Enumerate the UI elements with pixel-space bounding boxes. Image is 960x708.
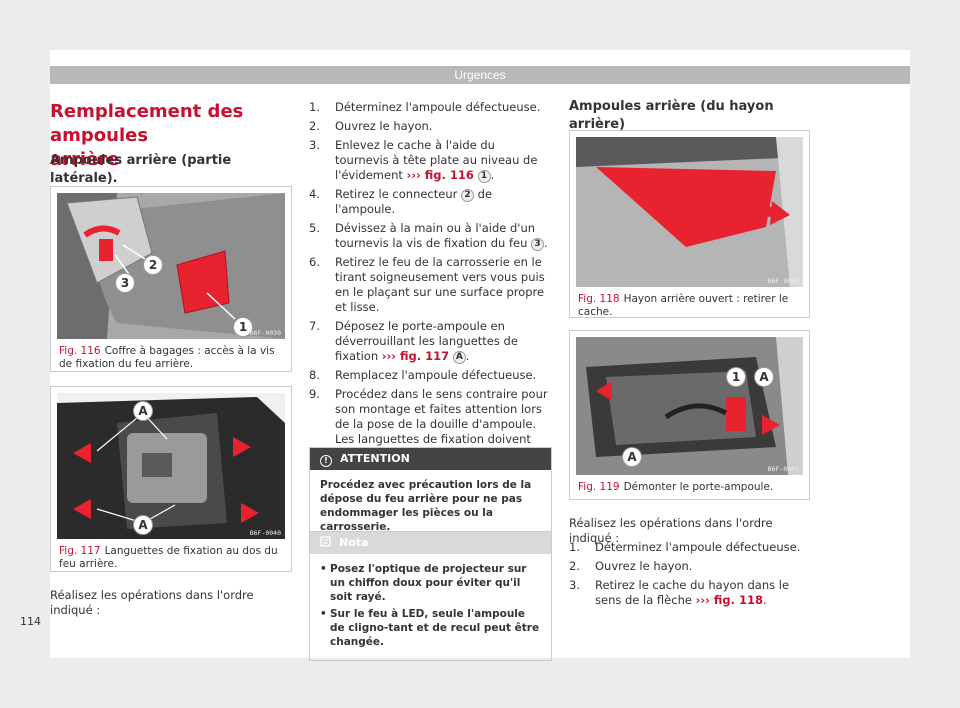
step-tail: . — [465, 349, 470, 363]
figure-link[interactable]: ››› fig. 118 — [695, 593, 763, 607]
nota-body: •Posez l'optique de projecteur sur un ch… — [310, 554, 551, 660]
callout-a-bottom: A — [622, 447, 642, 467]
step-text: Déposez le porte-ampoule en déverrouilla… — [335, 319, 518, 363]
nota-box: Nota •Posez l'optique de projecteur sur … — [309, 531, 552, 661]
note-icon — [320, 536, 331, 547]
callout-3: 3 — [115, 273, 135, 293]
tailgate-illustration — [576, 137, 803, 287]
step-number: 4. — [309, 187, 320, 201]
step-item: 6. Retirez le feu de la carrosserie en le… — [309, 255, 552, 315]
step-text: Retirez le feu de la carrosserie en le t… — [335, 255, 545, 314]
step-text: Retirez le cache du hayon dans le sens d… — [595, 578, 790, 607]
callout-a-bottom: A — [133, 515, 153, 535]
step-tail: de l'ampoule. — [335, 187, 493, 216]
callout-a-top: A — [754, 367, 774, 387]
header-title: Urgences — [454, 68, 506, 82]
step-text: Ouvrez le hayon. — [335, 119, 433, 133]
step-text: Enlevez le cache à l'aide du tournevis à… — [335, 138, 538, 182]
step-item: 2. Ouvrez le hayon. — [309, 119, 552, 134]
figure-code: B6F-0040 — [249, 529, 281, 537]
step-number: 8. — [309, 368, 320, 382]
step-item: 2. Ouvrez le hayon. — [569, 559, 810, 574]
column-left: Remplacement des ampoules arrière Ampoul… — [20, 50, 292, 658]
step-tail: . — [762, 593, 767, 607]
figure-117-image: A A B6F-0040 — [57, 393, 285, 539]
step-number: 1. — [569, 540, 580, 554]
column-middle: 1. Déterminez l'ampoule défectueuse. 2. Ouv… — [309, 50, 552, 661]
step-number: 2. — [309, 119, 320, 133]
figure-code: B6F-0039 — [249, 329, 281, 337]
trunk-illustration — [57, 193, 285, 339]
figure-code: B6F-0041 — [767, 277, 799, 285]
step-number: 9. — [309, 387, 320, 401]
step-number: 3. — [569, 578, 580, 592]
callout-badge: A — [452, 351, 466, 364]
figure-link[interactable]: ››› fig. 117 — [381, 349, 450, 363]
step-item: 3. Retirez le cache du hayon dans le sens… — [569, 578, 810, 608]
instructions-intro-hayon: Réalisez les opérations dans l'ordre ind… — [569, 516, 773, 545]
step-text: Remplacez l'ampoule défectueuse. — [335, 368, 537, 382]
step-text: Ouvrez le hayon. — [595, 559, 693, 573]
step-item: 7. Déposez le porte-ampoule en déverrouil… — [309, 319, 552, 364]
step-text: Retirez le connecteur — [335, 187, 458, 201]
step-text: Déterminez l'ampoule défectueuse. — [335, 100, 541, 114]
nota-header: Nota — [310, 532, 551, 554]
callout-2: 2 — [143, 255, 163, 275]
steps-list-hayon: 1. Déterminez l'ampoule défectueuse. 2. Ouv… — [569, 540, 810, 612]
warning-icon: ! — [320, 455, 332, 467]
callout-1: 1 — [233, 317, 253, 337]
step-item: 5. Dévissez à la main ou à l'aide d'un to… — [309, 221, 552, 251]
nota-item: •Posez l'optique de projecteur sur un ch… — [320, 563, 527, 603]
step-number: 6. — [309, 255, 320, 269]
page-number: 114 — [20, 615, 41, 628]
attention-header: !ATTENTION — [310, 448, 551, 470]
step-tail: . — [544, 236, 548, 250]
figure-118-image: B6F-0041 — [576, 137, 803, 287]
figure-link[interactable]: ››› fig. 116 — [406, 168, 474, 182]
instructions-intro: Réalisez les opérations dans l'ordre ind… — [50, 588, 254, 617]
step-number: 7. — [309, 319, 320, 333]
figure-code: B6F-0042 — [767, 465, 799, 473]
step-text: Dévissez à la main ou à l'aide d'un tour… — [335, 221, 536, 250]
header-bar: Urgences — [50, 66, 910, 84]
attention-body: Procédez avec précaution lors de la dépo… — [320, 479, 532, 533]
bulb-holder-illustration — [576, 337, 803, 475]
step-item: 8. Remplacez l'ampoule défectueuse. — [309, 368, 552, 383]
step-number: 3. — [309, 138, 320, 152]
step-item: 1. Déterminez l'ampoule défectueuse. — [569, 540, 810, 555]
step-item: 4. Retirez le connecteur 2 de l'ampoule. — [309, 187, 552, 217]
callout-badge: 2 — [461, 189, 475, 202]
step-tail: . — [490, 168, 495, 182]
figure-116-image: 1 2 3 B6F-0039 — [57, 193, 285, 339]
figure-119-image: 1 A A B6F-0042 — [576, 337, 803, 475]
step-item: 1. Déterminez l'ampoule défectueuse. — [309, 100, 552, 115]
section-title: Remplacement des ampoules arrière — [50, 101, 244, 170]
step-number: 1. — [309, 100, 320, 114]
step-number: 2. — [569, 559, 580, 573]
column-right: Ampoules arrière (du hayon arrière) B6F-… — [569, 50, 810, 658]
step-text: Déterminez l'ampoule défectueuse. — [595, 540, 801, 554]
step-number: 5. — [309, 221, 320, 235]
nota-item: •Sur le feu à LED, seule l'ampoule de cl… — [320, 608, 540, 648]
taillight-back-illustration — [57, 393, 285, 539]
callout-1: 1 — [726, 367, 746, 387]
callout-a-top: A — [133, 401, 153, 421]
callout-badge: 1 — [477, 170, 491, 183]
callout-badge: 3 — [531, 238, 545, 251]
steps-list: 1. Déterminez l'ampoule défectueuse. 2. Ouv… — [309, 100, 552, 466]
step-item: 3. Enlevez le cache à l'aide du tournevis… — [309, 138, 552, 183]
